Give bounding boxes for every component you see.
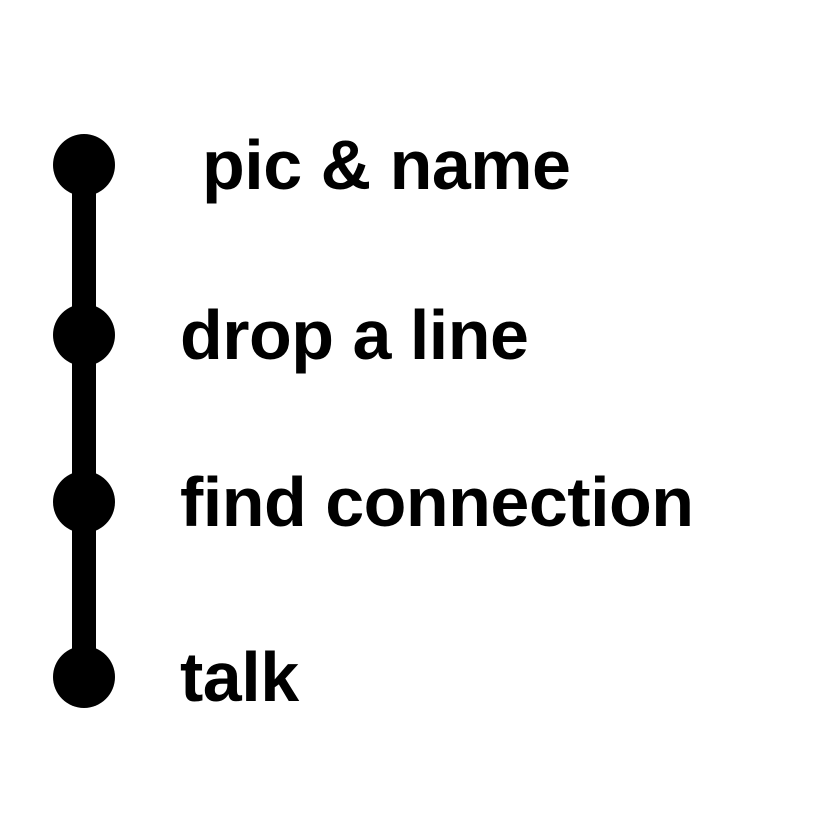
step-label: drop a line <box>180 296 529 374</box>
step-marker-dot <box>53 646 115 708</box>
timeline-connector-line <box>72 165 96 675</box>
step-label: talk <box>180 638 299 716</box>
timeline-step-pic-and-name: pic & name <box>0 125 834 205</box>
step-label: pic & name <box>202 126 571 204</box>
step-label: find connection <box>180 463 694 541</box>
step-marker-dot <box>53 304 115 366</box>
timeline-step-talk: talk <box>0 637 834 717</box>
timeline-step-drop-a-line: drop a line <box>0 295 834 375</box>
timeline-step-find-connection: find connection <box>0 462 834 542</box>
step-marker-dot <box>53 471 115 533</box>
step-marker-dot <box>53 134 115 196</box>
